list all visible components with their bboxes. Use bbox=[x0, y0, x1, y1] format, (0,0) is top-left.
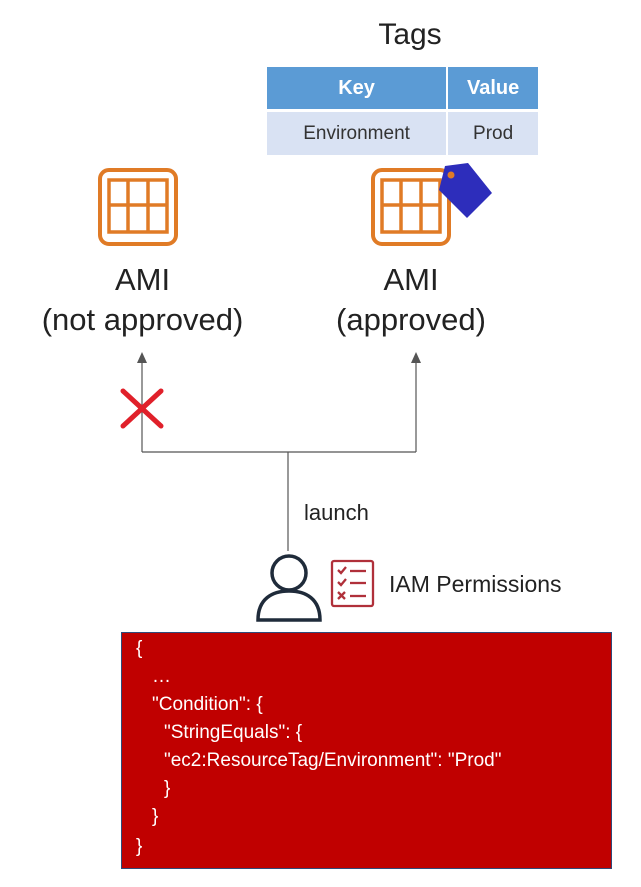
ami-not-approved-line2: (not approved) bbox=[41, 302, 244, 337]
iam-permissions-label: IAM Permissions bbox=[389, 571, 562, 597]
ami-not-approved-label: AMI (not approved) bbox=[30, 260, 255, 340]
policy-line: } bbox=[164, 778, 171, 799]
deny-x-icon bbox=[120, 388, 164, 429]
policy-line: } bbox=[152, 806, 159, 827]
launch-connectors bbox=[141, 362, 417, 551]
ami-not-approved-icon bbox=[98, 168, 178, 246]
ami-approved-line1: AMI bbox=[383, 262, 439, 297]
tag-icon bbox=[439, 163, 492, 218]
ami-approved-line2: (approved) bbox=[336, 302, 486, 337]
policy-line: "StringEquals": { bbox=[164, 722, 303, 743]
checklist-icon bbox=[330, 559, 375, 608]
tags-header-key: Key bbox=[267, 67, 449, 111]
tags-title: Tags bbox=[378, 18, 442, 51]
tags-header-value: Value bbox=[447, 67, 538, 111]
ami-approved-label: AMI (approved) bbox=[322, 260, 500, 340]
arrow-head-left bbox=[137, 352, 147, 363]
user-icon bbox=[256, 554, 322, 622]
policy-line: … bbox=[152, 666, 171, 687]
tags-cell-key: Environment bbox=[267, 109, 449, 155]
iam-policy-box: { … "Condition": { "StringEquals": { "ec… bbox=[121, 632, 612, 869]
policy-line: "ec2:ResourceTag/Environment": "Prod" bbox=[164, 750, 502, 771]
policy-line: } bbox=[136, 836, 143, 857]
tags-cell-value: Prod bbox=[447, 109, 538, 155]
ami-approved-icon bbox=[371, 168, 451, 246]
ami-not-approved-line1: AMI bbox=[114, 262, 171, 297]
launch-label: launch bbox=[304, 500, 369, 525]
policy-line: "Condition": { bbox=[152, 694, 263, 715]
tags-table: Key Value Environment Prod bbox=[267, 67, 538, 155]
arrow-head-right bbox=[411, 352, 421, 363]
policy-line: { bbox=[136, 638, 143, 659]
